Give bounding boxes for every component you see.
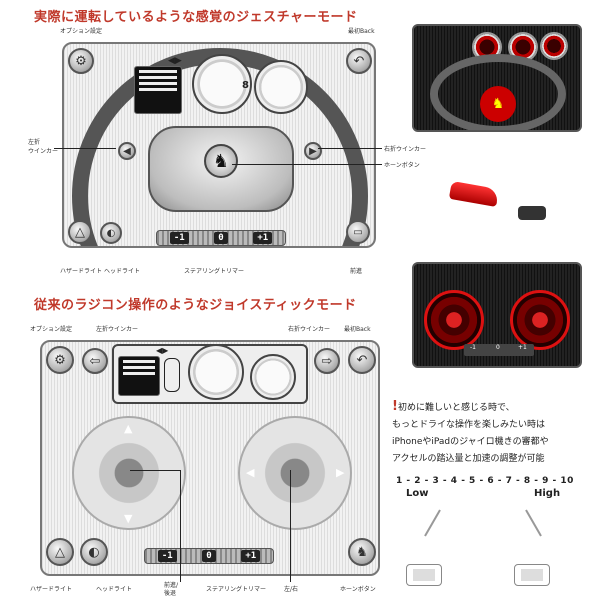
section1-heading: 実際に運転しているような感覚のジェスチャーモード [34, 10, 358, 25]
headlight-icon: ◐ [88, 544, 100, 560]
s2-label-left-blinker: 左折ウインカー [96, 326, 139, 333]
thumb-trim-zero: 0 [496, 344, 500, 351]
s2-label-steering-trim: ステアリングトリマー [206, 586, 267, 593]
horn-button[interactable]: ♞ [204, 144, 238, 178]
s2-back-button[interactable]: ↶ [348, 346, 376, 374]
gesture-mode-thumbnail: ♞ [412, 24, 582, 132]
s1-label-back: 最初Back [348, 28, 375, 35]
phone-low-icon [406, 564, 442, 586]
s2-horn-button[interactable]: ♞ [348, 538, 376, 566]
scale-low-label: Low [406, 488, 429, 499]
left-arrow-icon: ⇦ [89, 353, 101, 369]
s2-label-back: 最初Back [344, 326, 371, 333]
hazard-triangle-icon: △ [75, 224, 85, 240]
forward-button[interactable]: ▭ [346, 220, 370, 244]
s2-left-blinker-button[interactable]: ⇦ [82, 348, 108, 374]
gear-icon: ⚙ [54, 352, 66, 368]
options-button[interactable]: ⚙ [68, 48, 94, 74]
trim-zero: 0 [214, 232, 228, 244]
high-tilt-illustration [525, 509, 542, 537]
s2-right-blinker-button[interactable]: ⇨ [314, 348, 340, 374]
car-icon: ▭ [353, 226, 363, 238]
s2-label-steer: 左/右 [284, 586, 299, 593]
back-arrow-icon: ↶ [356, 352, 368, 368]
wheel-hub [148, 126, 294, 212]
left-arrow-icon: ◀ [123, 145, 131, 157]
s2-label-horn: ホーンボタン [340, 586, 376, 593]
scale-high-label: High [534, 488, 561, 499]
low-tilt-illustration [424, 509, 441, 537]
s2-direction-arrows-icon: ◀▶ [156, 346, 169, 355]
thumb-trim-minus: -1 [470, 344, 476, 351]
thumb-trim-plus: +1 [518, 344, 527, 351]
s2-dashboard-panel [118, 356, 160, 396]
right-arrow-icon: ⇨ [321, 353, 333, 369]
s2-trim-minus[interactable]: -1 [157, 550, 177, 562]
headlight-button[interactable]: ◐ [100, 222, 122, 244]
section2-heading: 従来のラジコン操作のようなジョイスティックモード [34, 298, 357, 313]
info-line-3: iPhoneやiPadのジャイロ機きの審都や [392, 437, 549, 447]
s1-label-gear: 前進 [350, 268, 363, 275]
info-line-1: 初めに難しいと感じる時で、 [397, 403, 515, 413]
right-arrow-icon: ▶ [309, 145, 317, 157]
back-button[interactable]: ↶ [346, 48, 372, 74]
steering-joystick[interactable]: ◀ ▶ [238, 416, 352, 530]
s2-hazard-button[interactable]: △ [46, 538, 74, 566]
s2-trim-zero: 0 [202, 550, 216, 562]
controller-photo [518, 206, 546, 220]
gear-display: 8 [242, 80, 249, 91]
gesture-mode-screen: 8 ◀▶ ♞ ⚙ ↶ ◀ ▶ △ ◐ ▭ -1 0 +1 [62, 42, 376, 248]
trim-minus[interactable]: -1 [169, 232, 189, 244]
s1-label-options: オプション設定 [60, 28, 103, 35]
exclamation-mark: ! [392, 399, 398, 414]
s2-label-throttle: 前進/ 後退 [164, 582, 179, 597]
back-arrow-icon: ↶ [353, 53, 365, 69]
joystick-mode-screen: ⚙ ⇦ ⇨ ↶ ◀▶ ▲ ▼ ◀ ▶ △ ◐ -1 0 +1 ♞ [40, 340, 380, 576]
car-silhouette-icon [164, 358, 180, 392]
joystick-mode-thumbnail: -1 0 +1 [412, 262, 582, 368]
s2-label-headlight: ヘッドライト [96, 586, 133, 593]
s1-label-steering-trim: ステアリングトリマー [184, 268, 245, 275]
s2-label-options: オプション設定 [30, 326, 73, 333]
gear-icon: ⚙ [75, 53, 87, 69]
horse-emblem-icon: ♞ [356, 544, 368, 560]
left-blinker-button[interactable]: ◀ [118, 142, 136, 160]
dashboard-panel [134, 66, 182, 114]
hazard-triangle-icon: △ [55, 544, 65, 560]
headlight-icon: ◐ [106, 227, 116, 239]
phone-high-icon [514, 564, 550, 586]
s2-options-button[interactable]: ⚙ [46, 346, 74, 374]
throttle-joystick[interactable]: ▲ ▼ [72, 416, 186, 530]
s1-label-right-blinker: 右折ウインカー [384, 146, 427, 153]
trim-plus[interactable]: +1 [253, 232, 273, 244]
speedometer-gauge [254, 60, 308, 114]
car-photo [448, 180, 500, 208]
s2-speedometer-gauge [250, 354, 296, 400]
s1-label-headlight: ヘッドライト [104, 268, 141, 275]
info-line-2: もっとドライな操作を楽しみたい時は [392, 420, 546, 430]
s2-label-hazard: ハザードライト [30, 586, 73, 593]
s2-trim-plus[interactable]: +1 [241, 550, 261, 562]
s1-label-horn: ホーンボタン [384, 162, 420, 169]
info-line-4: アクセルの踏込量と加速の調整が可能 [392, 454, 545, 464]
sensitivity-info: !初めに難しいと感じる時で、 もっとドライな操作を楽しみたい時は iPhoneや… [392, 398, 598, 468]
s1-label-left-blinker: 左折 ウインカー [28, 139, 59, 155]
horse-emblem-icon: ♞ [212, 150, 230, 172]
s2-label-right-blinker: 右折ウインカー [288, 326, 331, 333]
s2-tachometer-gauge [188, 344, 244, 400]
steering-trim-bar[interactable]: -1 0 +1 [156, 230, 286, 246]
sensitivity-scale: 1 - 2 - 3 - 4 - 5 - 6 - 7 - 8 - 9 - 10 [396, 476, 574, 486]
s2-headlight-button[interactable]: ◐ [80, 538, 108, 566]
direction-arrows-icon: ◀▶ [168, 56, 182, 66]
right-blinker-button[interactable]: ▶ [304, 142, 322, 160]
s2-steering-trim-bar[interactable]: -1 0 +1 [144, 548, 274, 564]
s1-label-hazard: ハザードライト [60, 268, 103, 275]
tachometer-gauge [192, 54, 252, 114]
hazard-button[interactable]: △ [68, 220, 92, 244]
